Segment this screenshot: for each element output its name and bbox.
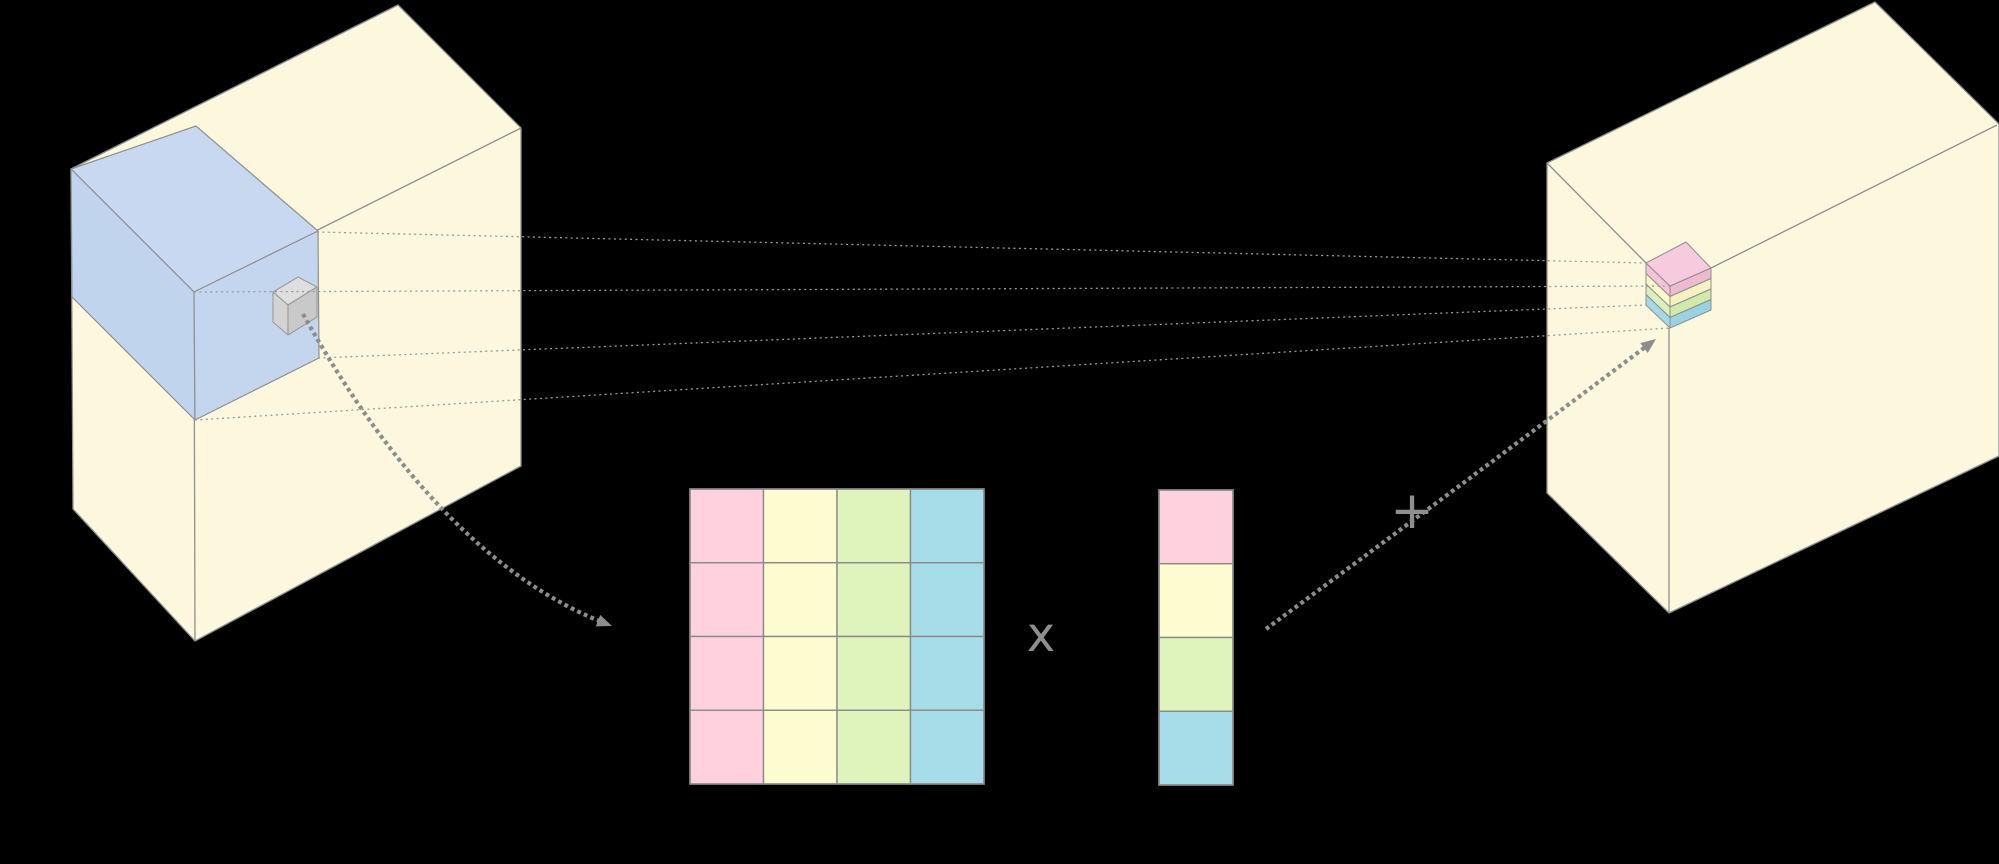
input-vector-cell xyxy=(1158,489,1234,565)
weight-matrix-cell xyxy=(762,709,838,785)
input-vector xyxy=(1158,489,1234,786)
weight-matrix-cell xyxy=(836,635,912,711)
weight-matrix-cell xyxy=(689,488,765,564)
arrow-vector-to-output-head xyxy=(1640,339,1656,353)
arrow-voxel-to-matrix-curve xyxy=(301,312,608,626)
multiply-operator: x xyxy=(1027,607,1055,663)
weight-matrix-cell xyxy=(909,709,985,785)
arrow-voxel-to-matrix-head xyxy=(595,614,612,627)
input-tensor xyxy=(70,4,522,642)
projection-lines xyxy=(193,231,1671,421)
arrow-voxel-to-matrix xyxy=(301,312,612,627)
weight-matrix-border xyxy=(689,488,985,785)
output-tensor-right-top-edge xyxy=(1710,124,1998,269)
arrow-vector-to-output-curve xyxy=(1264,340,1654,631)
add-operator: + xyxy=(1390,481,1434,541)
weight-matrix-cell xyxy=(909,488,985,564)
projection-line-1 xyxy=(316,231,1647,264)
output-tensor xyxy=(1546,1,1999,614)
weight-matrix-cell xyxy=(689,562,765,638)
input-vector-cell xyxy=(1158,563,1234,639)
weight-matrix-cell xyxy=(909,562,985,638)
input-voxel-right-face xyxy=(287,286,318,336)
weight-matrix-cell xyxy=(909,635,985,711)
input-subvolume xyxy=(70,125,320,421)
projection-line-4 xyxy=(194,327,1671,421)
weight-matrix-cell xyxy=(836,488,912,564)
weight-matrix-cell xyxy=(762,562,838,638)
output-channel-stack xyxy=(1645,241,1712,329)
input-vector-cells xyxy=(1158,489,1234,786)
weight-matrix-cells xyxy=(689,488,985,785)
weight-matrix xyxy=(689,488,985,785)
input-vector-border xyxy=(1158,489,1234,786)
input-vector-cell xyxy=(1158,636,1234,712)
weight-matrix-cell xyxy=(762,635,838,711)
output-tensor-body xyxy=(1546,1,1999,614)
weight-matrix-cell xyxy=(689,709,765,785)
output-stack-top-face xyxy=(1645,241,1712,287)
output-stack-layer-right xyxy=(1669,299,1712,329)
projection-line-3 xyxy=(317,304,1647,359)
weight-matrix-cell xyxy=(762,488,838,564)
input-vector-cell xyxy=(1158,710,1234,786)
weight-matrix-cell xyxy=(836,709,912,785)
output-tensor-left-top-edge xyxy=(1546,162,1647,264)
weight-matrix-cell xyxy=(836,562,912,638)
weight-matrix-cell xyxy=(689,635,765,711)
arrow-vector-to-output xyxy=(1264,339,1656,631)
input-voxel-cube xyxy=(272,276,318,336)
